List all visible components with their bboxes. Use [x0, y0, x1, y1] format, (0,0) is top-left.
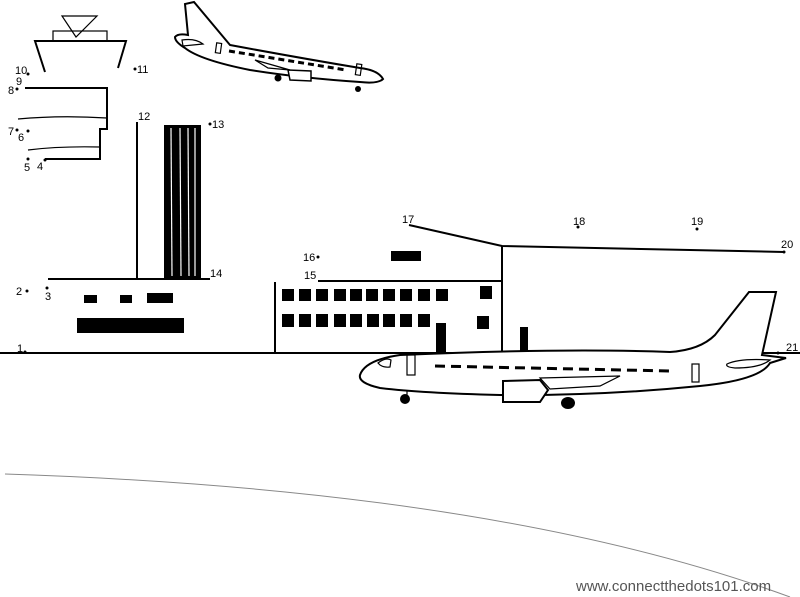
- dot-7: 7: [8, 126, 19, 138]
- dot-label: 12: [138, 111, 150, 123]
- dot-label: 11: [137, 64, 148, 76]
- dot-10: 10: [15, 65, 30, 77]
- dot-label: 15: [304, 270, 316, 282]
- dot-17: 17: [402, 214, 414, 226]
- dot-label: 4: [37, 161, 43, 173]
- watermark: www.connectthedots101.com: [575, 578, 771, 595]
- dot-21: 21: [776, 342, 798, 355]
- dot-20: 20: [781, 239, 793, 254]
- dot-label: 7: [8, 126, 14, 138]
- dot-15: 15: [304, 270, 316, 282]
- dot-label: 17: [402, 214, 414, 226]
- dot-label: 8: [8, 85, 14, 97]
- dots: 1 2 3 4 5 6 7 8 9 10 11 12 13 14 15 16 1…: [8, 64, 798, 355]
- dot-8: 8: [8, 85, 19, 97]
- dot-4: 4: [37, 158, 47, 173]
- ground-airplane: [358, 291, 787, 409]
- dot-label: 21: [786, 342, 798, 354]
- flying-airplane: [173, 0, 385, 92]
- dot-5: 5: [24, 157, 30, 174]
- dot-label: 1: [17, 343, 23, 355]
- dot-label: 5: [24, 162, 30, 174]
- dot-1: 1: [17, 343, 27, 355]
- dot-label: 9: [16, 76, 22, 88]
- dot-label: 18: [573, 216, 585, 228]
- dot-label: 10: [15, 65, 27, 77]
- dot-11: 11: [133, 64, 148, 76]
- dot-6: 6: [18, 129, 30, 144]
- dot-12: 12: [138, 111, 150, 123]
- dot-14: 14: [210, 268, 222, 280]
- dot-19: 19: [691, 216, 703, 231]
- dot-label: 20: [781, 239, 793, 251]
- dot-3: 3: [45, 286, 51, 303]
- dot-label: 6: [18, 132, 24, 144]
- dot-label: 19: [691, 216, 703, 228]
- dot-label: 16: [303, 252, 315, 264]
- dot-label: 2: [16, 286, 22, 298]
- terminal-building: [274, 224, 785, 353]
- dot-2: 2: [16, 286, 29, 298]
- dot-9: 9: [16, 76, 22, 88]
- dot-18: 18: [573, 216, 585, 229]
- dot-label: 14: [210, 268, 222, 280]
- dot-label: 13: [212, 119, 224, 131]
- dot-16: 16: [303, 252, 320, 264]
- control-tower: [17, 15, 210, 333]
- dot-13: 13: [208, 119, 224, 131]
- runway-curve: [4, 473, 791, 597]
- dot-label: 3: [45, 291, 51, 303]
